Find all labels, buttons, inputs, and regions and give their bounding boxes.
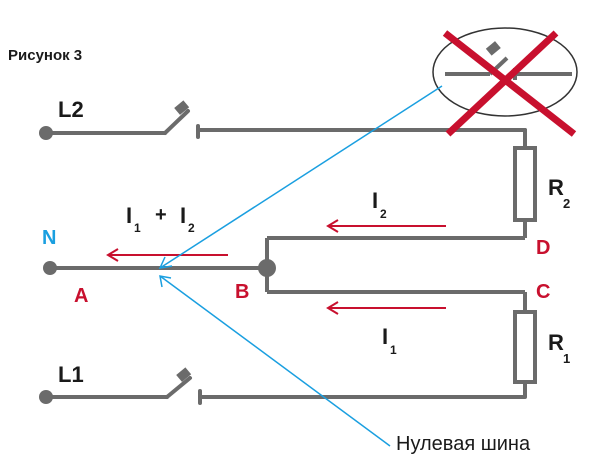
l1-terminal bbox=[39, 390, 53, 404]
arrow-i1 bbox=[326, 301, 446, 315]
i1-label: I bbox=[382, 324, 388, 349]
i-sum-i2: I bbox=[180, 203, 186, 228]
i2-label: I bbox=[372, 188, 378, 213]
i-sum-plus: + bbox=[155, 204, 167, 226]
lower-branch-wire bbox=[265, 268, 527, 312]
upper-branch-wire bbox=[265, 236, 525, 268]
node-b-label: B bbox=[235, 281, 249, 303]
l1-switch-handle bbox=[176, 367, 192, 382]
r2-subscript: 2 bbox=[563, 196, 570, 211]
arrow-i2 bbox=[326, 219, 446, 233]
node-a-label: A bbox=[74, 285, 88, 307]
l2-wire bbox=[44, 109, 527, 150]
n-terminal bbox=[43, 261, 57, 275]
i2-subscript: 2 bbox=[380, 207, 387, 221]
resistor-r2 bbox=[513, 146, 537, 222]
l2-terminal bbox=[39, 126, 53, 140]
arrow-i-sum bbox=[106, 248, 228, 262]
l1-label: L1 bbox=[58, 362, 84, 387]
n-label: N bbox=[42, 227, 56, 249]
i-sum-sub2: 2 bbox=[188, 221, 195, 235]
l2-switch-handle bbox=[174, 100, 190, 115]
r1-label: R bbox=[548, 330, 564, 355]
callout-lines bbox=[158, 85, 443, 447]
resistor-r1 bbox=[513, 310, 537, 384]
l1-wire bbox=[44, 376, 527, 405]
callout-label: Нулевая шина bbox=[396, 433, 531, 455]
r2-label: R bbox=[548, 175, 564, 200]
l2-label: L2 bbox=[58, 97, 84, 122]
node-c-label: C bbox=[536, 281, 550, 303]
node-d-label: D bbox=[536, 237, 550, 259]
node-b-dot bbox=[258, 259, 276, 277]
i-sum-sub1: 1 bbox=[134, 221, 141, 235]
i1-subscript: 1 bbox=[390, 343, 397, 357]
r1-subscript: 1 bbox=[563, 351, 570, 366]
i-sum-i1: I bbox=[126, 203, 132, 228]
cross-mark-icon bbox=[442, 30, 577, 137]
figure-caption: Рисунок 3 bbox=[8, 47, 82, 64]
